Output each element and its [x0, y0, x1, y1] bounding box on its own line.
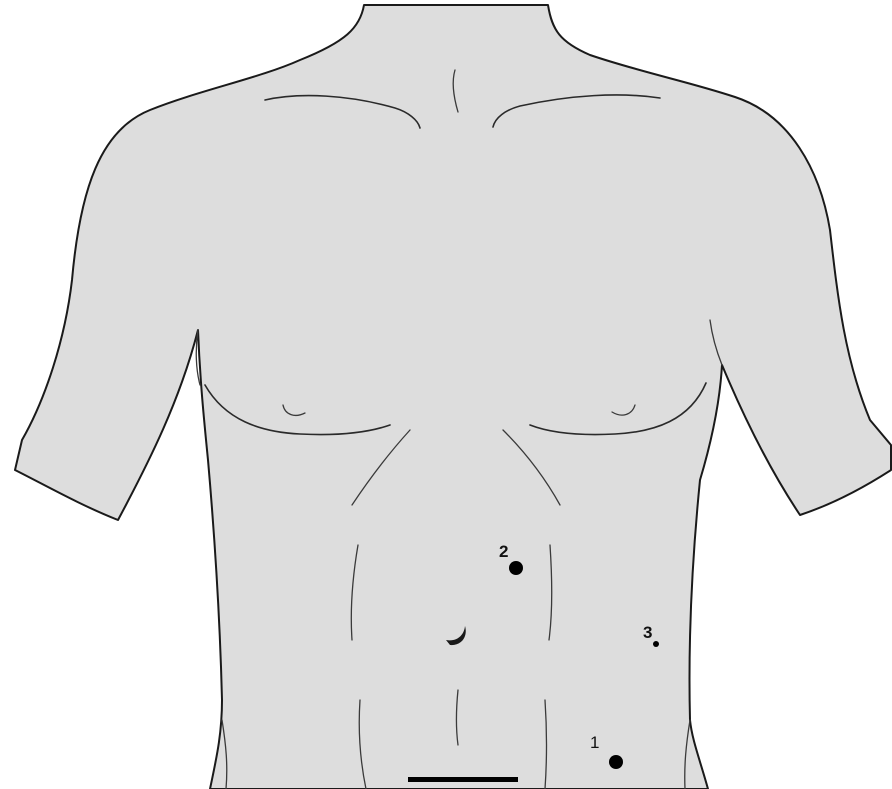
torso-silhouette: [15, 5, 891, 789]
marker-2-dot: [509, 561, 523, 575]
marker-1-dot: [609, 755, 623, 769]
marker-1-label: 1: [590, 733, 599, 752]
marker-3-dot: [653, 641, 659, 647]
scale-bar: [408, 777, 518, 782]
marker-2-label: 2: [499, 542, 508, 561]
marker-3-label: 3: [643, 623, 652, 642]
